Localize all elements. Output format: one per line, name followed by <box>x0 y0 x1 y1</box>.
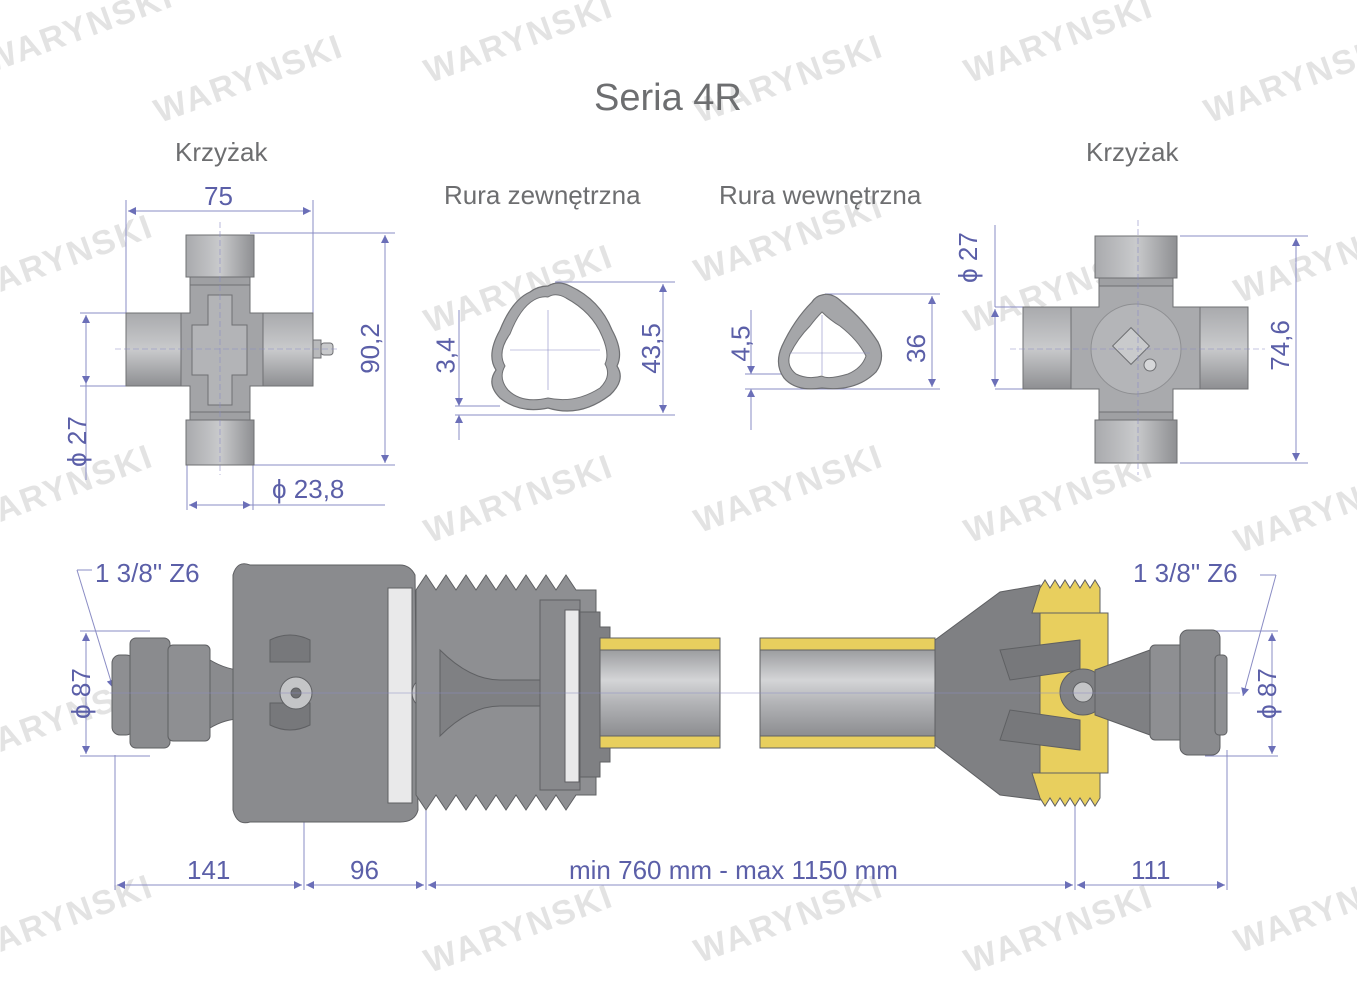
cross-left-drawing <box>125 234 334 466</box>
page-title: Seria 4R <box>594 77 742 119</box>
cross-left-width: 75 <box>204 181 233 211</box>
cross-right-height: 74,6 <box>1264 320 1295 371</box>
technical-drawing <box>76 200 1308 890</box>
tube-inner-wall: 4,5 <box>725 325 756 362</box>
shaft-left-diameter: ϕ 87 <box>65 668 96 719</box>
dim-111: 111 <box>1131 855 1171 885</box>
tube-inner-label: Rura wewnętrzna <box>719 180 922 210</box>
dim-length-range: min 760 mm - max 1150 mm <box>569 855 898 885</box>
shaft-right-spline: 1 3/8" Z6 <box>1133 558 1238 588</box>
cross-left-cap-diameter: ϕ 27 <box>61 416 92 467</box>
cross-left-body-diameter: ϕ 23,8 <box>272 474 345 504</box>
cross-left-label: Krzyżak <box>175 137 268 167</box>
shaft-left-spline: 1 3/8" Z6 <box>95 558 200 588</box>
dim-141: 141 <box>187 855 231 885</box>
tube-inner-height: 36 <box>900 334 931 363</box>
cross-right-label: Krzyżak <box>1086 137 1179 167</box>
tube-outer-wall: 3,4 <box>430 337 461 374</box>
cross-right-cap-diameter: ϕ 27 <box>952 232 983 283</box>
cross-right-drawing <box>1022 235 1249 464</box>
cross-left-height: 90,2 <box>354 323 385 374</box>
tube-outer-label: Rura zewnętrzna <box>444 180 641 210</box>
dim-96: 96 <box>350 855 379 885</box>
tube-outer-height: 43,5 <box>635 323 666 374</box>
shaft-right-diameter: ϕ 87 <box>1251 668 1282 719</box>
